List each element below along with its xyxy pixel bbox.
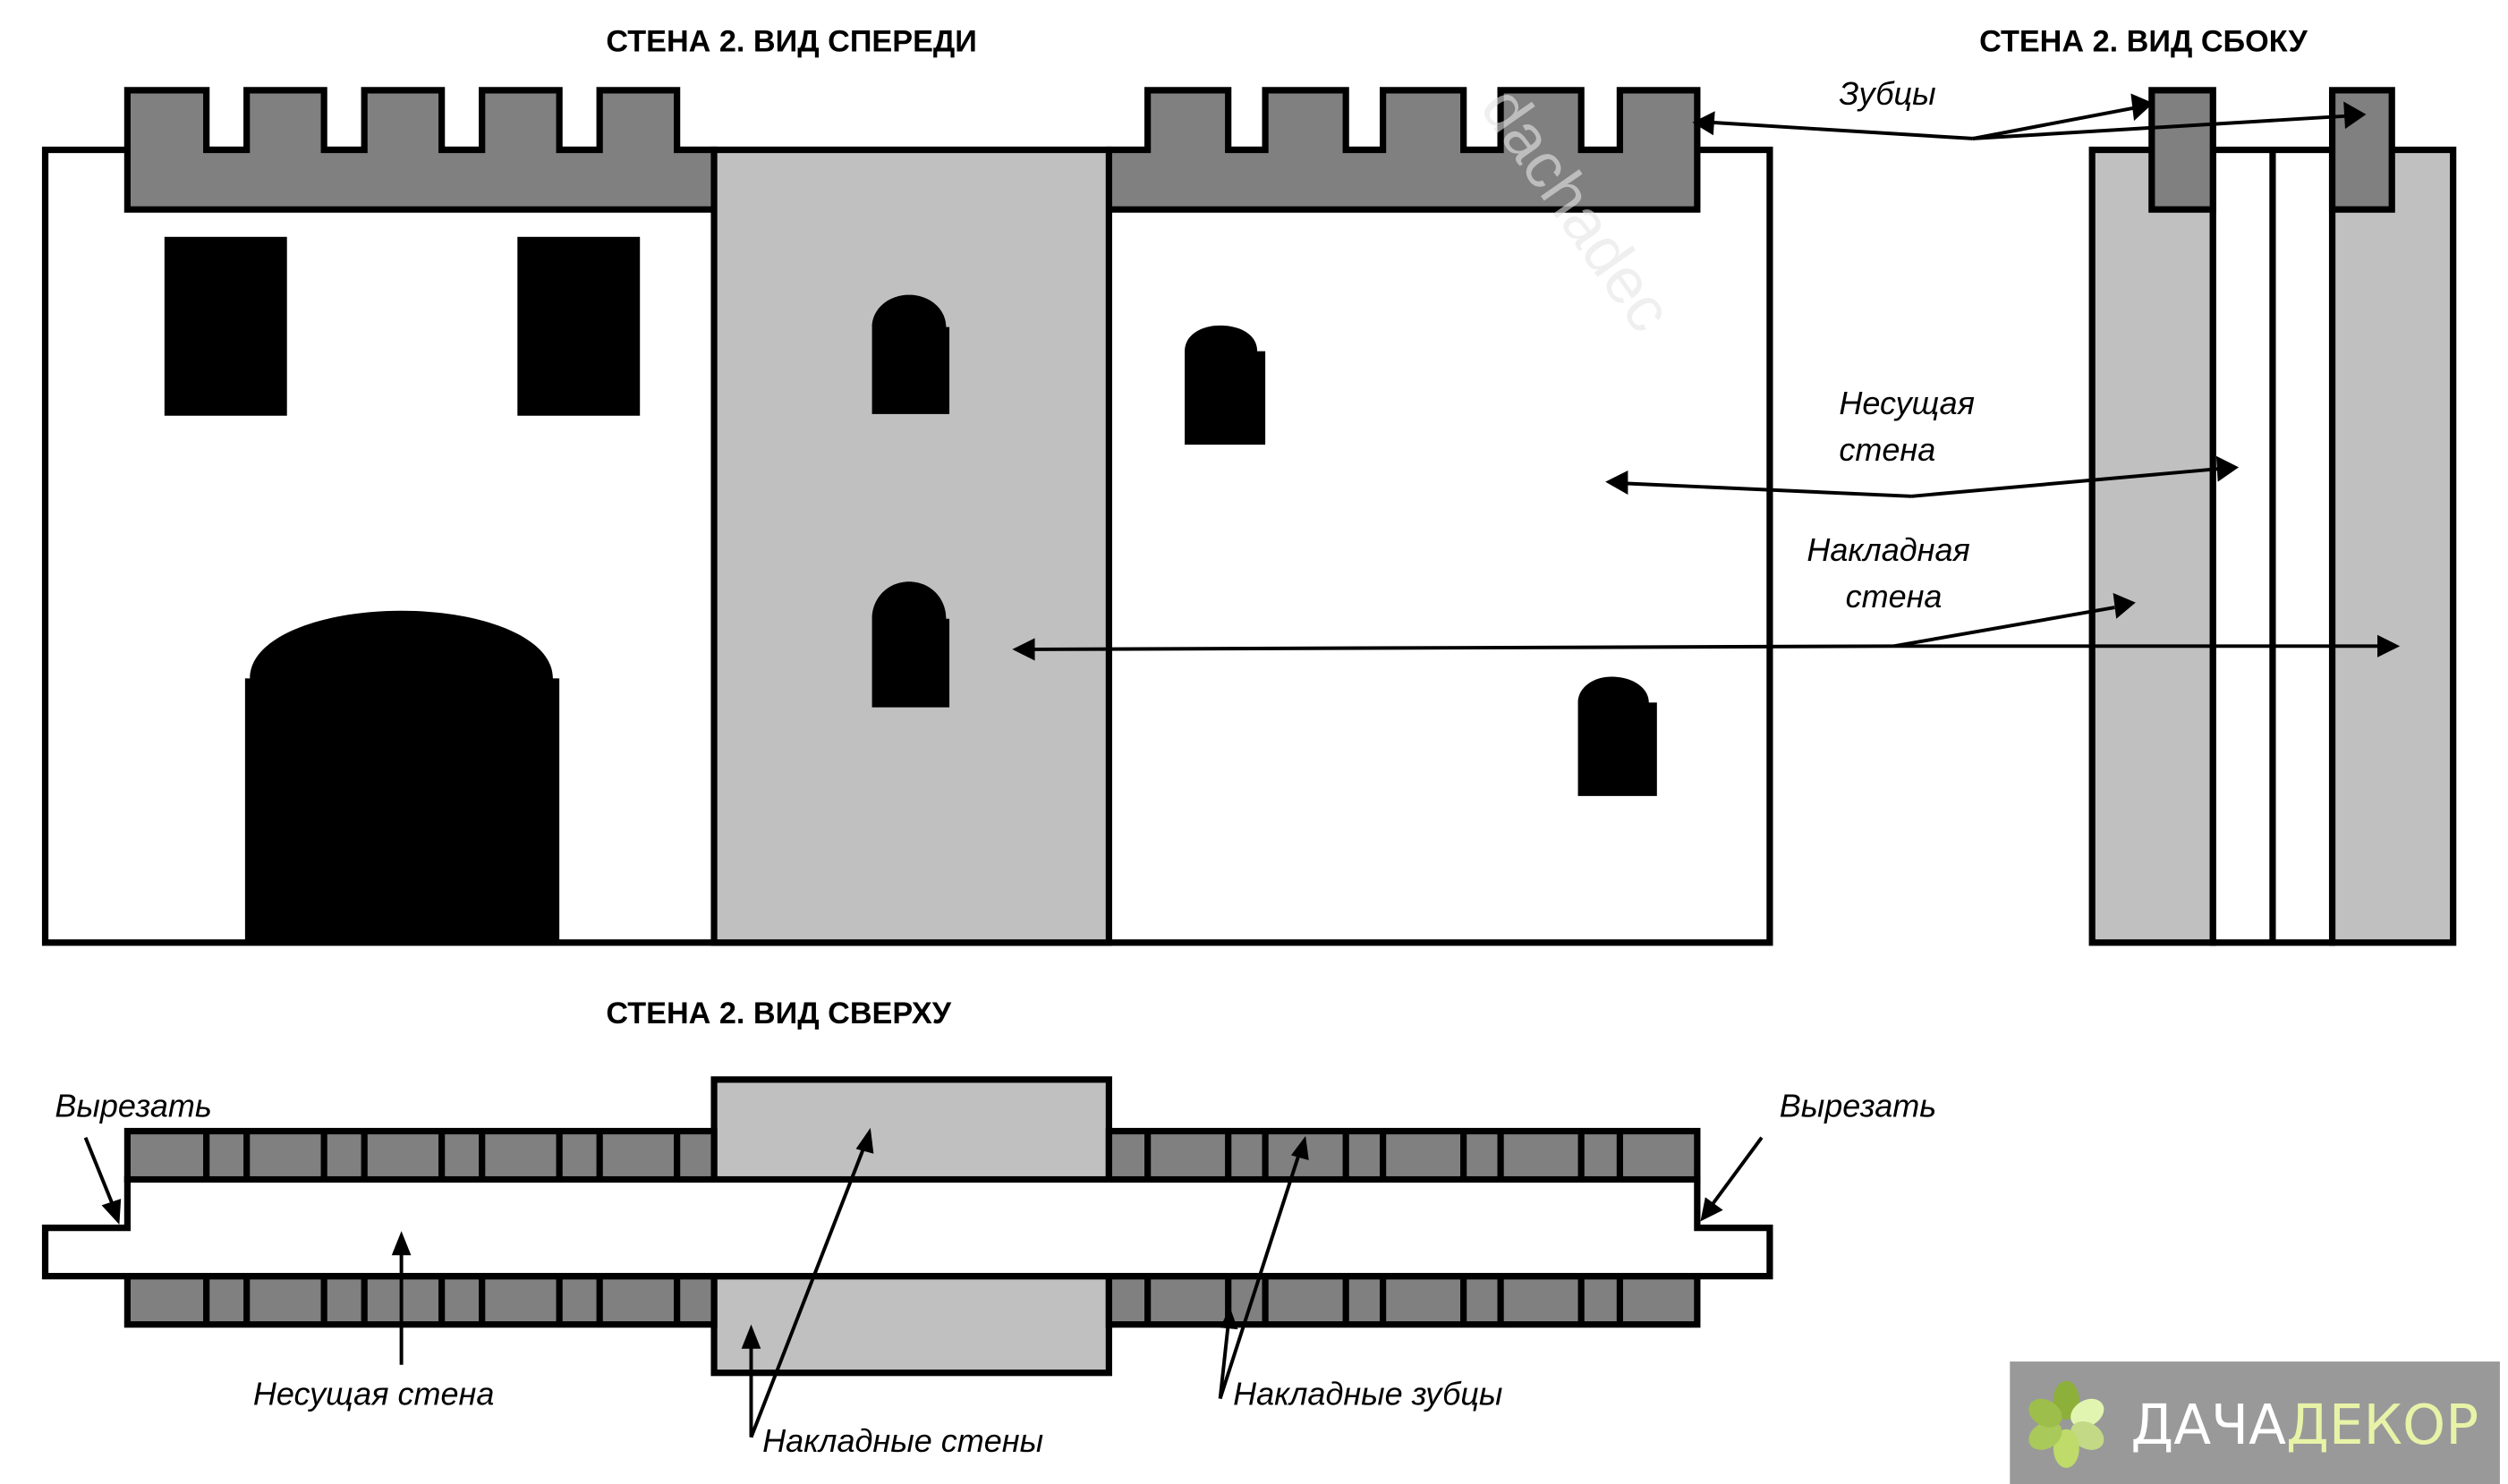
arrowhead-bearing-top [391,1231,412,1256]
logo-text-part1: ДАЧА [2130,1394,2286,1457]
front-center-tower [710,146,1112,946]
logo-text-part2: ДЕКОР [2286,1394,2478,1457]
arrow-overlay-front [1031,644,1894,651]
arrow-merlons-front [1711,120,1974,140]
top-view: СТЕНА 2. ВИД СВЕРХУ [41,996,1936,1459]
top-merlon-strip-lower-right [1105,1273,1701,1328]
label-bearing-wall-top: Несущая стена [253,1376,494,1412]
side-view: СТЕНА 2. ВИД СБОКУ [1979,25,2457,946]
label-overlay-merlons: Накладные зубцы [1233,1376,1502,1412]
label-bearing-wall-2: стена [1839,431,1935,468]
tower-window-1 [871,294,950,414]
front-left-battlement [123,87,718,213]
label-overlay-wall-1: Накладная [1807,531,1969,568]
arrowhead-bearing-front [1605,470,1628,495]
arrowhead-overlay-merlons-upper [1290,1135,1309,1160]
label-cut-right: Вырезать [1780,1087,1936,1124]
arrowhead-overlay-walls-lower [741,1324,761,1349]
arrow-overlay-walls-upper [749,1146,866,1438]
upper-annotations: Зубцы Несущая стена Накладная стена [1012,75,2401,661]
top-bearing-wall [41,1175,1773,1280]
flower-icon [2028,1380,2104,1468]
label-overlay-walls: Накладные стены [762,1422,1043,1459]
arrow-overlay-merlons-upper [1218,1153,1301,1400]
side-overlay-wall-left [2088,146,2216,946]
top-merlon-strip-lower-left [123,1273,718,1328]
tower-window-2 [871,581,950,708]
arrowhead-merlons-front [1692,111,1715,136]
label-merlons: Зубцы [1839,75,1935,112]
label-bearing-wall-1: Несущая [1839,385,1975,421]
arrowhead-overlay-merlons-lower [1220,1306,1238,1330]
front-right-window-2 [1577,676,1657,796]
side-view-title: СТЕНА 2. ВИД СБОКУ [1979,25,2308,59]
arrowhead-cut-left [101,1199,122,1225]
front-view-title: СТЕНА 2. ВИД СПЕРЕДИ [606,25,977,59]
arrow-cut-right [1710,1136,1764,1207]
arrow-bearing-side [1911,467,2218,498]
front-view: СТЕНА 2. ВИД СПЕРЕДИ dachadec [41,25,1773,946]
arrow-merlons-side-right [1972,114,2347,140]
top-merlon-strip-upper-left [123,1127,718,1183]
logo-wordmark: ДАЧАДЕКОР [2130,1394,2478,1457]
top-tower-block-lower [710,1273,1112,1377]
front-right-battlement [1105,87,1701,213]
arrowhead-cut-right [1700,1197,1723,1222]
arrow-overlay-merlons-lower [1218,1324,1230,1399]
arrow-cut-left [83,1136,115,1207]
arrow-merlons-side-left [1972,106,2135,140]
front-arched-gate [244,610,560,943]
front-window-rect-1 [164,236,287,416]
label-overlay-wall-2: стена [1846,578,1943,615]
arrowhead-overlay-front [1012,638,1035,661]
arrowhead-bearing-side [2215,455,2240,482]
front-right-window-1 [1185,325,1266,445]
top-merlon-strip-upper-right [1105,1127,1701,1183]
arrow-overlay-side-left [1893,606,2115,649]
top-tower-block-upper [710,1076,1112,1183]
side-merlon-left [2148,87,2216,213]
arrowhead-merlons-side-left [2130,93,2154,122]
side-overlay-wall-right [2328,146,2457,946]
arrowhead-overlay-side-left [2113,592,2136,619]
label-cut-left: Вырезать [55,1087,212,1124]
front-window-rect-2 [517,236,641,416]
side-merlon-right [2328,87,2395,213]
arrowhead-overlay-side-right [2377,634,2401,657]
arrowhead-overlay-walls-upper [855,1127,874,1154]
arrow-bearing-front [1624,481,1912,498]
dachadekor-logo: ДАЧАДЕКОР [2010,1361,2500,1484]
top-view-title: СТЕНА 2. ВИД СВЕРХУ [606,996,951,1030]
arrowhead-merlons-side-right [2343,101,2367,130]
